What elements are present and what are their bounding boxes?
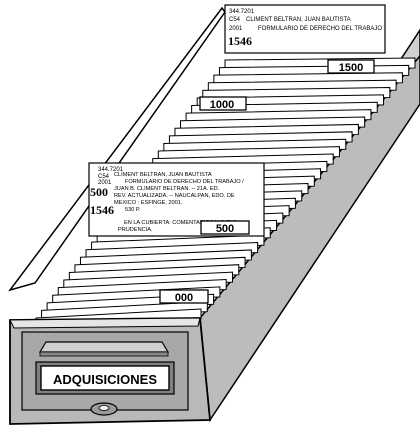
guide-tab-500[interactable]: 500 (200, 220, 250, 235)
back-card-call-number: 344.7201 (229, 9, 255, 15)
front-card-accession: 1546 (90, 203, 114, 217)
guide-tab-1000[interactable]: 1000 (199, 96, 247, 111)
front-card-line-6: 530 P. (125, 207, 141, 213)
front-card-call-number: 344.7201 (98, 167, 124, 173)
front-card-line-5: MEXICO : ESFINGE, 2001. (114, 200, 183, 206)
back-card-title: FORMULARIO DE DERECHO DEL TRABAJO (258, 26, 382, 32)
front-card-line-8: PRUDENCIA. (118, 227, 153, 233)
guide-label-000: 000 (175, 292, 193, 304)
guide-tab-000[interactable]: 000 (159, 289, 209, 304)
front-card-line-1: CLIMENT BELTRAN, JUAN BAUTISTA (114, 172, 212, 178)
front-card-year: 2001 (98, 180, 112, 186)
front-card-line-3: JUAN B. CLIMENT BELTRAN. -- 21A. ED. (114, 186, 220, 192)
drawer-label-holder: ADQUISICIONES (35, 361, 175, 395)
front-card-class-mark: 500 (90, 185, 108, 199)
drawer-rod-knob[interactable] (90, 402, 118, 416)
drawer-front[interactable]: ADQUISICIONES (9, 317, 211, 425)
front-card-line-4: REV. ACTUALIZADA. -- NAUCALPAN, EDO. DE (114, 193, 235, 199)
back-card-author: CLIMENT BELTRAN, JUAN BAUTISTA (246, 17, 351, 23)
guide-tab-1500[interactable]: 1500 (327, 59, 375, 74)
front-card-cutter: C54 (98, 174, 110, 180)
drawer-label: ADQUISICIONES (53, 372, 157, 387)
back-card-cutter: C54 (229, 17, 241, 23)
drawer-handle[interactable] (38, 341, 170, 357)
guide-label-1500: 1500 (339, 62, 363, 74)
guide-label-500: 500 (216, 223, 234, 235)
front-card-line-7: EN LA CUBIERTA: COMENTARIOS Y JURIS- (124, 220, 238, 226)
catalog-card-back[interactable]: 344.7201 C54 CLIMENT BELTRAN, JUAN BAUTI… (224, 4, 386, 54)
guide-label-1000: 1000 (210, 99, 234, 111)
front-card-line-2: FORMULARIO DE DERECHO DEL TRABAJO / (125, 179, 244, 185)
back-card-year: 2001 (229, 26, 243, 32)
back-card-accession: 1546 (228, 34, 252, 48)
